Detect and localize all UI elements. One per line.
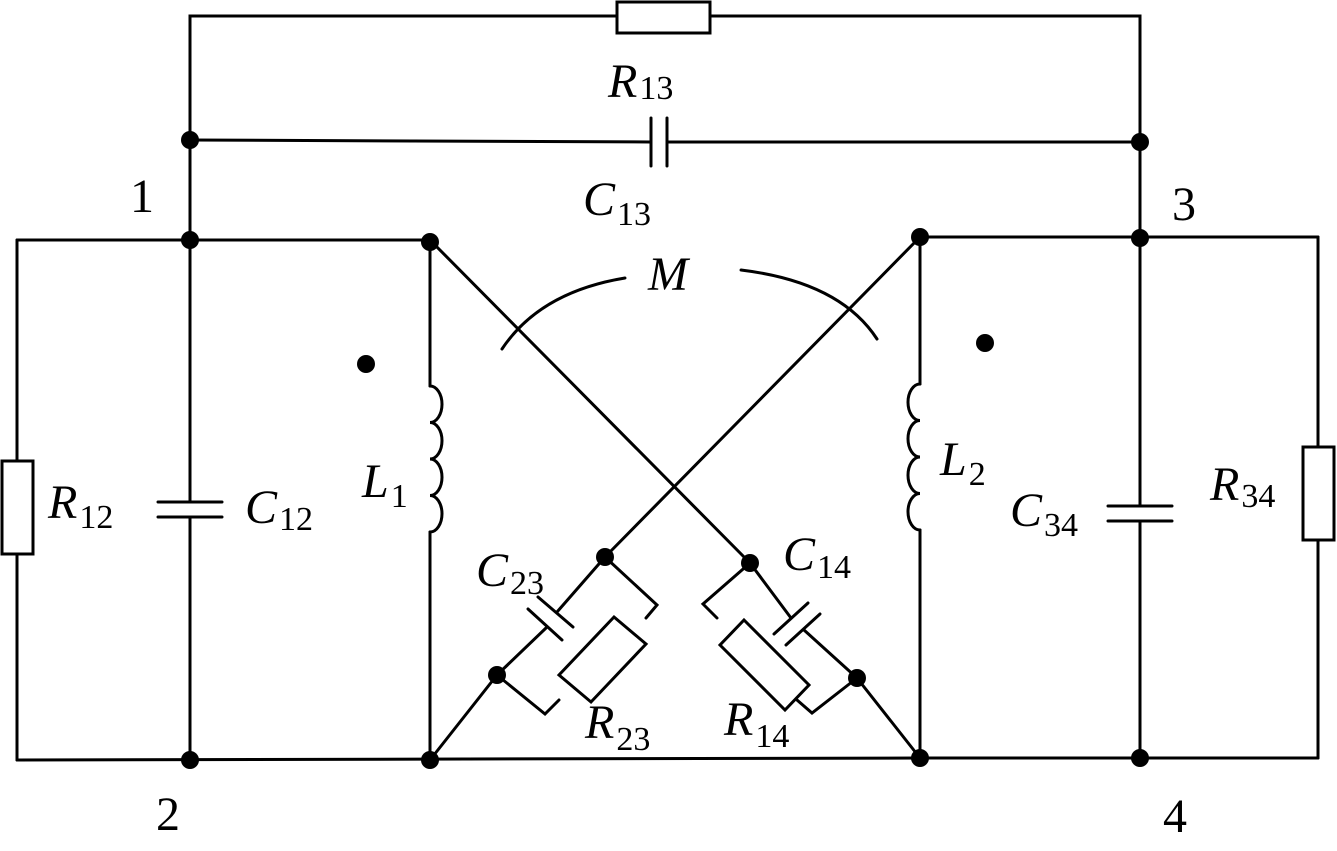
mutual-arc-left [500,276,627,351]
label-c14: C14 [783,528,851,586]
label-r14: R14 [723,693,789,755]
label-r23: R23 [584,696,650,758]
mutual-arc-right [739,268,879,341]
wire-c23-upper [555,555,607,614]
wires [15,14,1320,762]
wire-r23-upper [603,555,660,620]
label-r34: R34 [1209,458,1275,515]
junction-dot [181,131,199,149]
junction-dot [1131,229,1149,247]
wire-c14-upper [748,561,793,620]
wire-diag-3-2 [603,235,922,559]
branch-c14-r14 [700,561,859,715]
resistor-r14 [717,617,812,713]
label-mutual-inductance: M [647,248,691,301]
resistor-r23 [556,614,649,705]
junction-dot [421,233,439,251]
junction-dot [911,228,929,246]
wire-diag-1-4 [428,238,752,565]
polarity-dot-l1 [357,355,375,373]
junction-dot [741,554,759,572]
junction-dot [181,751,199,769]
wire-r14-upper [700,561,752,620]
wire-r13-right [708,14,1142,242]
junction-dot [911,749,929,767]
wire-diag-23-end [428,673,499,762]
inductor-l2 [906,382,922,532]
wire-r23-lower [495,673,561,717]
label-c12: C12 [245,481,313,538]
capacitor-c23-plate-b [526,607,564,642]
resistor-r13 [615,0,712,35]
label-l1: L1 [361,455,408,515]
wire-bottom-left [15,756,922,762]
inductor-l1 [428,384,444,534]
junction-dot [1131,133,1149,151]
junction-dot [181,231,199,249]
label-l2: L2 [939,433,986,493]
resistor-r12 [0,459,35,556]
label-c23: C23 [476,544,544,602]
node-label-2: 2 [156,788,180,841]
branch-c23-r23 [495,555,660,717]
label-r13: R13 [607,55,673,108]
label-c34: C34 [1010,484,1078,544]
wire-c23-lower [495,626,548,677]
wire-c14-lower [802,628,859,680]
wire-r14-lower [795,676,859,715]
label-r12: R12 [47,476,113,536]
node-label-4: 4 [1163,790,1187,843]
wire-c13-left [188,138,653,144]
capacitor-c14-plate-a [772,601,810,636]
resistor-r34 [1301,445,1336,542]
polarity-dot-l2 [976,334,994,352]
node-label-3: 3 [1172,178,1196,231]
junction-dots [181,131,1149,769]
wire-diag-14-end [855,676,922,760]
junction-dot [596,548,614,566]
wire-r13-left [188,14,619,242]
label-c13: C13 [583,173,651,233]
junction-dot [848,669,866,687]
capacitor-c14-plate-b [784,612,822,647]
junction-dot [421,751,439,769]
capacitor-c23-plate-a [536,595,575,629]
junction-dot [1131,749,1149,767]
junction-dot [488,666,506,684]
node-label-1: 1 [130,170,154,223]
